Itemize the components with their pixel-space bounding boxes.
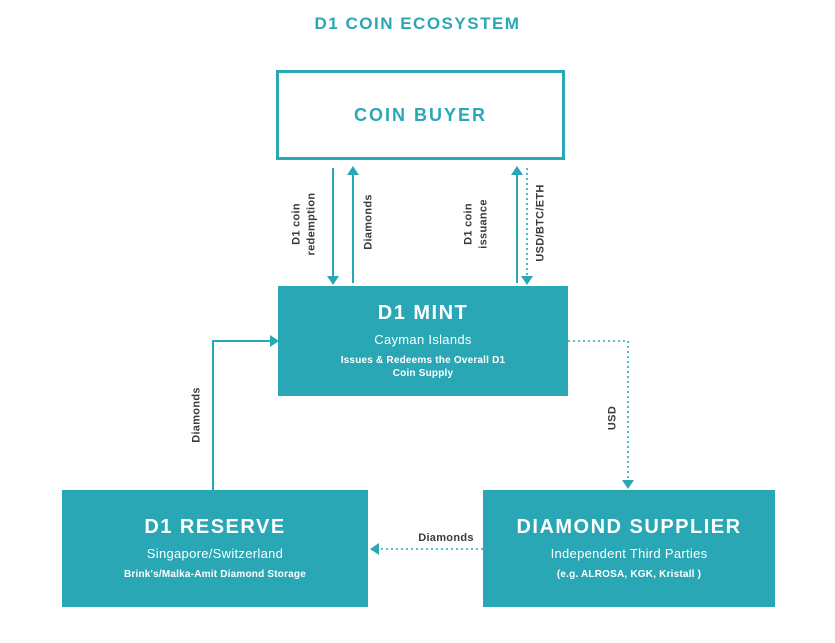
node-d1-reserve-description: Brink's/Malka-Amit Diamond Storage (124, 568, 306, 580)
node-d1-reserve-title: D1 RESERVE (144, 515, 286, 538)
edge-usd-to-supplier-arrowhead (622, 480, 634, 489)
node-d1-reserve-subtitle: Singapore/Switzerland (146, 545, 284, 561)
edge-diamonds-to-reserve-arrowhead (370, 543, 379, 555)
edge-label-diamonds-to-reserve: Diamonds (418, 532, 474, 544)
page-title: D1 COIN ECOSYSTEM (314, 14, 521, 33)
node-diamond-supplier-description: (e.g. ALROSA, KGK, Kristall ) (556, 568, 702, 580)
edge-label-usd-btc-eth: USD/BTC/ETH (534, 184, 547, 262)
node-d1-mint-title: D1 MINT (377, 301, 469, 324)
edge-label-coin-redemption: D1 coin redemption (290, 192, 318, 256)
edge-coin-issuance-arrowhead (511, 166, 523, 175)
node-coin-buyer: COIN BUYER (276, 70, 565, 160)
node-diamond-supplier-title: DIAMOND SUPPLIER (516, 515, 742, 538)
edge-usd-btc-eth-arrowhead (521, 276, 533, 285)
edge-coin-redemption-arrowhead (327, 276, 339, 285)
node-diamond-supplier-subtitle: Independent Third Parties (550, 545, 708, 561)
node-diamond-supplier: DIAMOND SUPPLIER Independent Third Parti… (483, 490, 775, 607)
edge-diamonds-to-buyer-arrowhead (347, 166, 359, 175)
edge-label-diamonds-to-buyer: Diamonds (362, 194, 375, 250)
edge-label-usd-to-supplier: USD (606, 405, 619, 431)
node-d1-mint-description: Issues & Redeems the Overall D1 Coin Sup… (340, 354, 506, 380)
edge-diamonds-to-mint-line (212, 340, 272, 490)
edge-label-diamonds-to-mint: Diamonds (190, 387, 203, 443)
edge-label-coin-issuance: D1 coin issuance (462, 199, 490, 249)
node-d1-mint-subtitle: Cayman Islands (374, 331, 472, 347)
node-coin-buyer-title: COIN BUYER (353, 104, 487, 125)
node-d1-reserve: D1 RESERVE Singapore/Switzerland Brink's… (62, 490, 368, 607)
node-d1-mint: D1 MINT Cayman Islands Issues & Redeems … (278, 286, 568, 396)
